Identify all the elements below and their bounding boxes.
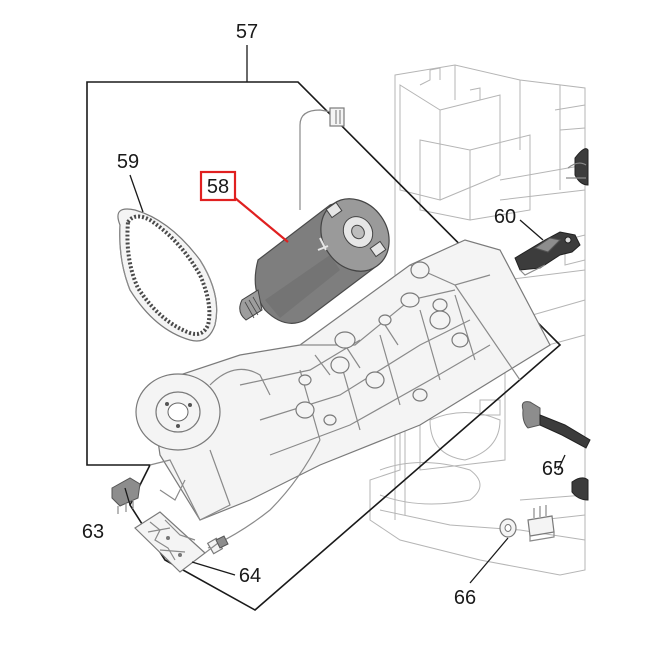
- part-58-motor: [239, 107, 390, 324]
- callout-63: 63: [82, 521, 104, 543]
- part-59-toothed-belt: [117, 208, 218, 342]
- callout-60: 60: [494, 206, 516, 228]
- callout-labels: 57 58 59 60 63 64 65 66: [82, 21, 564, 609]
- callout-59: 59: [117, 151, 139, 173]
- part-63-connector: [111, 477, 141, 514]
- kit-outline-frame: [86, 81, 562, 611]
- gearbox-housing: [135, 239, 551, 555]
- callout-65: 65: [542, 458, 564, 480]
- highlight-leader-58: [234, 197, 289, 243]
- part-60-bracket: [514, 231, 581, 276]
- callout-66: 66: [454, 587, 476, 609]
- part-65-lever: [521, 401, 591, 501]
- part-64-circuit-board: [134, 511, 229, 573]
- callout-64: 64: [239, 565, 261, 587]
- leader-lines: [124, 45, 566, 584]
- callout-58-highlight-box: [199, 170, 237, 202]
- callout-57: 57: [236, 21, 258, 43]
- part-66-washer-switch: [499, 505, 555, 542]
- callout-58: 58: [207, 176, 229, 198]
